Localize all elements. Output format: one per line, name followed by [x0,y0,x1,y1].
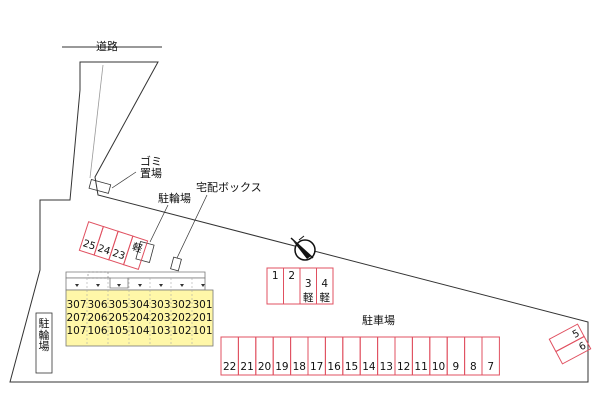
bicycle-parking-label: 駐輪場 [158,192,191,205]
parking-space-number: 16 [327,361,341,373]
unit-number: 101 [192,325,212,337]
bicycle-parking-vertical-label: 駐輪場 [38,317,50,354]
unit-number: 105 [108,325,128,337]
delivery-box-label: 宅配ボックス [196,181,262,194]
parking-space-number: 2 [288,270,295,282]
unit-number: 307 [66,299,86,311]
parking-lot-label: 駐車場 [362,314,395,327]
parking-space-number: 22 [223,361,236,373]
north-arrow-icon [290,235,316,261]
unit-number: 306 [87,299,107,311]
unit-number: 204 [129,312,149,324]
parking-space-number: 20 [258,361,271,373]
parking-space: 7 [481,336,500,376]
parking-space-number: 17 [310,361,323,373]
garbage-leader-line [111,171,137,189]
parking-space-number: 25 [81,238,97,252]
unit-number: 207 [66,312,86,324]
parking-space-number: 13 [380,361,393,373]
unit-number: 106 [87,325,107,337]
unit-number: 203 [150,312,170,324]
unit-number: 201 [192,312,212,324]
unit-number: 205 [108,312,128,324]
parking-space: 軽 [122,235,149,271]
delivery-leader-line [176,194,208,259]
parking-space-number: 10 [432,361,445,373]
unit-number: 206 [87,312,107,324]
unit-number: 304 [129,299,149,311]
bicycle-parking-area [35,312,53,374]
unit-number: 202 [171,312,191,324]
parking-space-number: 18 [293,361,306,373]
parking-space-number: 23 [111,248,127,262]
road-label: 道路 [96,40,118,53]
parking-space-number: 21 [240,361,253,373]
unit-number: 102 [171,325,191,337]
parking-space-number: 9 [453,361,460,373]
parking-space-number: 19 [275,361,288,373]
parking-space-number: 6 [577,340,588,353]
parking-space-number: 14 [362,361,376,373]
bicycle-leader-line [149,204,169,243]
unit-number: 104 [129,325,149,337]
parking-space-number: 8 [470,361,477,373]
parking-space-number: 12 [397,361,410,373]
garbage-area [88,179,112,194]
parking-space-number: 5 [571,328,582,341]
kei-car-label: 軽 [320,292,331,304]
unit-number: 303 [150,299,170,311]
unit-number: 301 [192,299,212,311]
parking-space-number: 3 [305,278,312,290]
kei-car-label: 軽 [303,292,314,304]
driveway-edge [89,64,104,179]
parking-space-number: 1 [272,270,279,282]
parking-space-number: 24 [96,243,112,257]
unit-number: 305 [108,299,128,311]
apartment-building [65,271,214,347]
parking-space-number: 11 [414,361,427,373]
unit-number: 103 [150,325,170,337]
parking-space-number: 15 [345,361,358,373]
parking-space-number: 4 [321,278,328,290]
parking-space: 4軽 [316,267,334,305]
unit-number: 107 [66,325,86,337]
unit-number: 302 [171,299,191,311]
kei-car-label: 軽 [131,241,144,256]
parking-space-number: 7 [487,361,494,373]
garbage-label-line2: 置場 [140,167,162,180]
parking-space: 6 [555,335,592,365]
garbage-label-line1: ゴミ [140,155,162,168]
delivery-box [170,256,182,272]
